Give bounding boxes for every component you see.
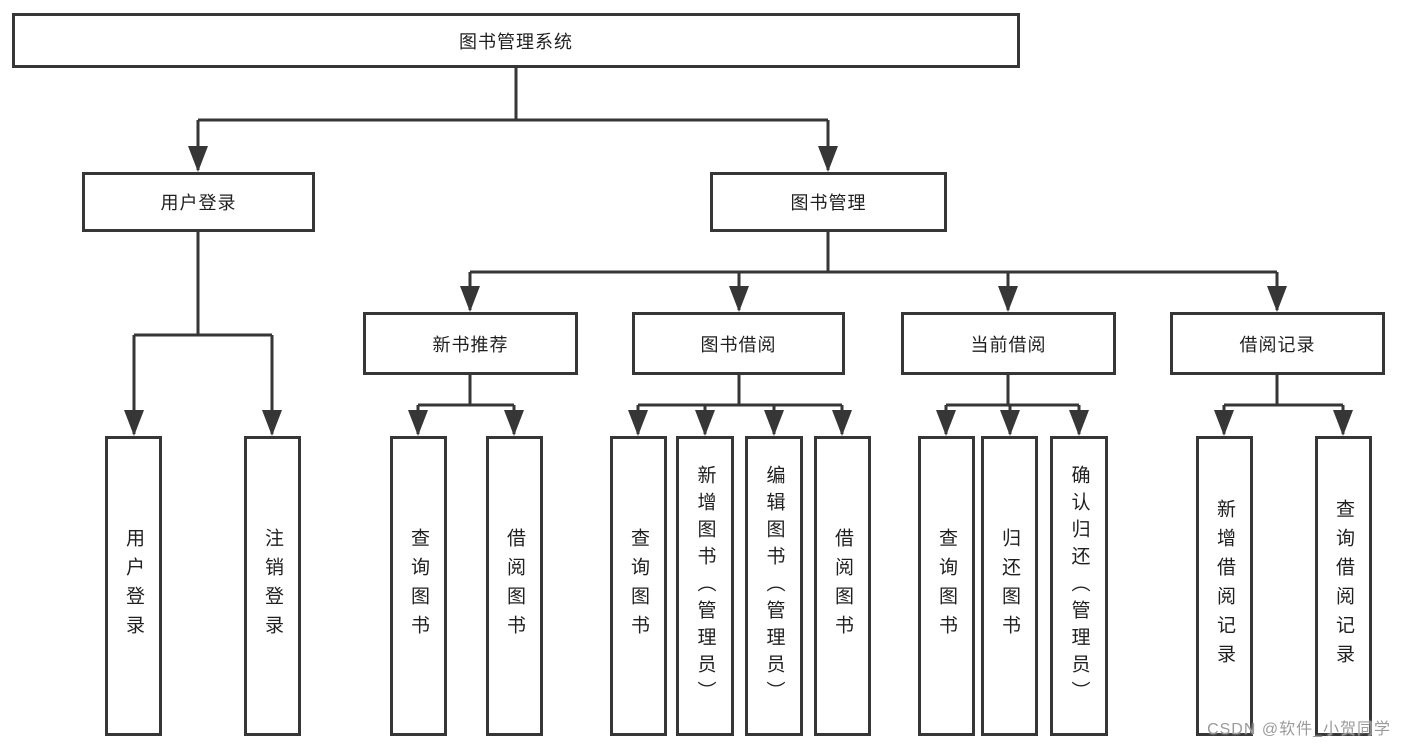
node-query-books-rec: 查询图书 [390, 436, 447, 736]
node-query-borrow-record: 查询借阅记录 [1315, 436, 1372, 736]
edge-book-management-group [468, 232, 1279, 310]
node-book-management: 图书管理 [710, 172, 947, 232]
node-current-borrow: 当前借阅 [901, 312, 1116, 375]
node-add-books-admin: 新增图书（管理员） [676, 436, 734, 736]
node-new-book-recommend: 新书推荐 [363, 312, 578, 375]
connector-paths [132, 68, 1345, 434]
node-return-books: 归还图书 [981, 436, 1038, 736]
node-borrow-books: 借阅图书 [814, 436, 871, 736]
edge-user-login-group [132, 232, 274, 434]
node-confirm-return-admin: 确认归还（管理员） [1050, 436, 1108, 736]
edge-borrow-records-group [1222, 375, 1345, 434]
edge-new-book-recommend-group [416, 375, 516, 434]
node-query-books-current: 查询图书 [918, 436, 975, 736]
node-edit-books-admin: 编辑图书（管理员） [745, 436, 803, 736]
node-borrow-books-rec: 借阅图书 [486, 436, 543, 736]
node-user-login-leaf: 用户登录 [105, 436, 162, 736]
node-user-login: 用户登录 [82, 172, 315, 232]
node-add-borrow-record: 新增借阅记录 [1196, 436, 1253, 736]
edge-book-borrow-group [636, 375, 844, 434]
node-book-borrow: 图书借阅 [632, 312, 845, 375]
node-logout: 注销登录 [244, 436, 301, 736]
arrowheads [124, 146, 1353, 436]
node-query-books-borrow: 查询图书 [610, 436, 667, 736]
node-root: 图书管理系统 [12, 13, 1020, 68]
node-borrow-records: 借阅记录 [1170, 312, 1385, 375]
edge-root-to-level2 [196, 68, 830, 170]
